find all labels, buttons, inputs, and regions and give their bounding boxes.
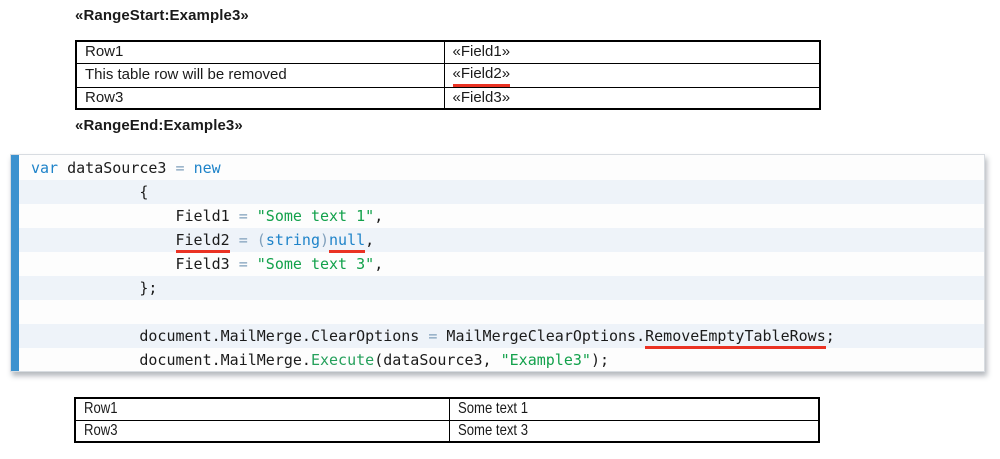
code-token: ) [320, 231, 330, 249]
cell-text: Some text 3 [457, 421, 528, 439]
code-token: , [374, 255, 384, 273]
table-cell: Row3 [74, 419, 450, 443]
code-token: var [31, 159, 59, 177]
code-token: Field2 [175, 231, 230, 253]
code-accent-bar [11, 155, 19, 371]
template-table-body: Row1«Field1»This table row will be remov… [75, 40, 821, 110]
code-token: null [329, 231, 366, 253]
code-line: Field3 = "Some text 3", [19, 252, 984, 276]
code-token [31, 231, 176, 249]
code-token: { [31, 183, 149, 201]
code-block: var dataSource3 = new { Field1 = "Some t… [10, 154, 985, 372]
code-token: Field3 [31, 255, 239, 273]
code-token: dataSource3 [58, 159, 176, 177]
table-row: Row3 «Field3» [75, 86, 821, 110]
code-line: document.MailMerge.ClearOptions = MailMe… [19, 324, 984, 349]
code-token [248, 255, 257, 273]
table-row: Row1 Some text 1 [74, 397, 820, 421]
range-start-label: «RangeStart:Example3» [75, 7, 249, 24]
table-row: This table row will be removed «Field2» [75, 62, 821, 88]
cell-text: «Field1» [452, 43, 511, 61]
code-token: ; [825, 327, 835, 345]
code-line: }; [19, 276, 984, 300]
table-cell: «Field3» [443, 86, 821, 110]
code-token: = [428, 327, 438, 345]
table-cell: «Field1» [443, 40, 821, 64]
code-line: Field2 = (string)null, [19, 228, 984, 253]
code-token [248, 231, 257, 249]
code-token: , [374, 207, 384, 225]
code-token: = [238, 231, 248, 249]
code-line: var dataSource3 = new [19, 156, 984, 180]
result-table-body: Row1 Some text 1 Row3 Some text 3 [74, 397, 820, 443]
cell-text: This table row will be removed [85, 66, 287, 83]
code-token: "Example3" [500, 351, 591, 369]
code-token: document.MailMerge.ClearOptions [31, 327, 429, 345]
code-token: (dataSource3, [374, 351, 501, 369]
table-cell: Row1 [75, 40, 445, 64]
code-line: document.MailMerge.Execute(dataSource3, … [19, 348, 984, 372]
cell-text: «Field3» [452, 88, 511, 106]
code-token: }; [31, 279, 158, 297]
template-table: Row1«Field1»This table row will be remov… [75, 40, 821, 110]
cell-text: Row1 [85, 43, 124, 61]
code-lines: var dataSource3 = new { Field1 = "Some t… [19, 155, 984, 371]
code-token: = [238, 207, 248, 225]
table-cell: Some text 1 [448, 397, 820, 421]
cell-text: Some text 1 [457, 400, 528, 418]
code-token: , [365, 231, 375, 249]
code-token: string [265, 231, 320, 249]
code-token [185, 159, 194, 177]
table-row: Row1 «Field1» [75, 40, 821, 64]
cell-text: Row3 [85, 88, 124, 106]
cell-text: Row1 [84, 400, 118, 418]
code-line: Field1 = "Some text 1", [19, 204, 984, 228]
code-token: ( [256, 231, 266, 249]
code-token: new [193, 159, 221, 177]
code-token [230, 231, 239, 249]
highlighted-cell-text: «Field2» [452, 64, 511, 86]
code-token: MailMergeClearOptions. [437, 327, 646, 345]
result-table: Row1 Some text 1 Row3 Some text 3 [74, 397, 820, 443]
code-token: RemoveEmptyTableRows [645, 327, 826, 349]
table-cell: Row3 [75, 86, 445, 110]
code-token: document.MailMerge. [31, 351, 311, 369]
code-token: "Some text 1" [256, 207, 375, 225]
table-cell: This table row will be removed [75, 62, 445, 88]
code-token [248, 207, 257, 225]
code-token: = [175, 159, 185, 177]
range-end-label: «RangeEnd:Example3» [75, 117, 243, 134]
code-line [19, 300, 984, 324]
table-cell: Row1 [74, 397, 450, 421]
code-token: Field1 [31, 207, 239, 225]
code-token: Execute [310, 351, 375, 369]
table-cell: Some text 3 [448, 419, 820, 443]
code-line: { [19, 180, 984, 204]
code-token: ); [590, 351, 609, 369]
code-token: = [238, 255, 248, 273]
cell-text: Row3 [84, 421, 118, 439]
table-cell: «Field2» [443, 62, 821, 88]
table-row: Row3 Some text 3 [74, 419, 820, 443]
code-token: "Some text 3" [256, 255, 375, 273]
